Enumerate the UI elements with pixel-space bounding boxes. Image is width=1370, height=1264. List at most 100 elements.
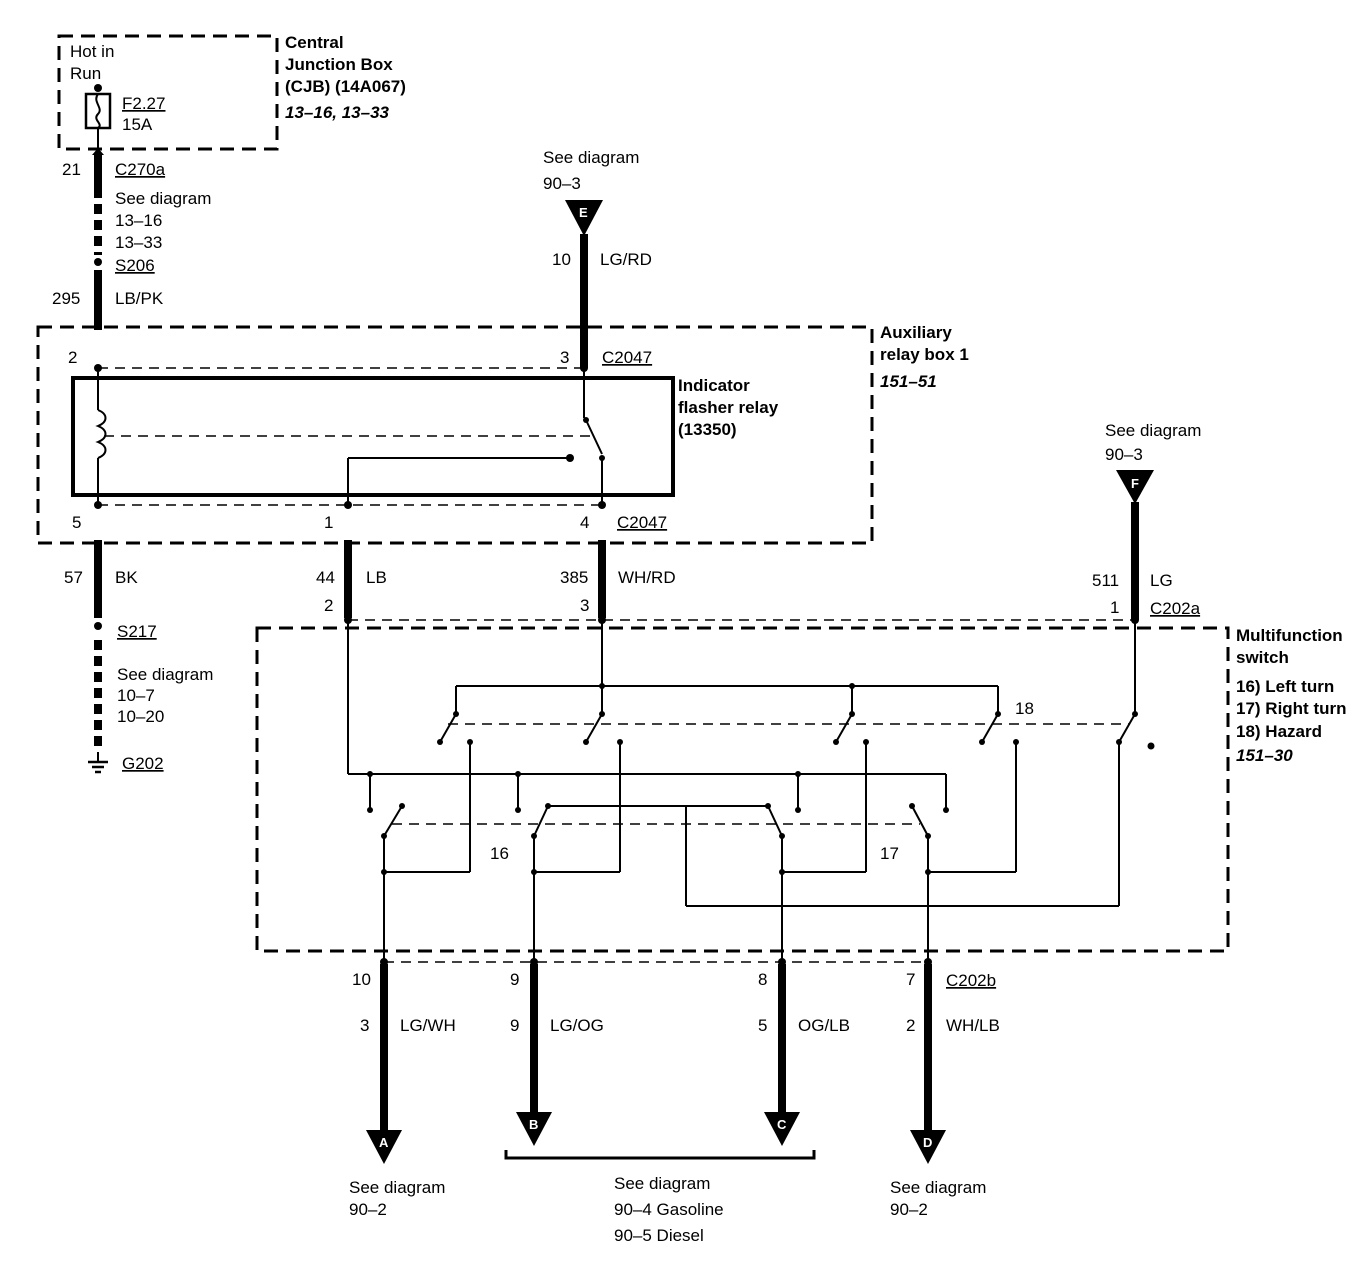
relay-label-3: (13350)	[678, 420, 737, 439]
ground-see-2: 10–7	[117, 686, 155, 705]
bc-bracket	[504, 1150, 816, 1160]
cjb-title-2: Junction Box	[285, 55, 393, 74]
pin-21: 21	[62, 160, 81, 179]
out-pin-c: 8	[758, 970, 767, 989]
bc-see-1: See diagram	[614, 1174, 710, 1193]
out-color-c: OG/LB	[798, 1016, 850, 1035]
color-lg: LG	[1150, 571, 1173, 590]
circuit-385: 385	[560, 568, 588, 587]
connector-c202a: C202a	[1150, 599, 1201, 618]
color-lb: LB	[366, 568, 387, 587]
f-see-2: 90–3	[1105, 445, 1143, 464]
pin-2-lb: 2	[324, 596, 333, 615]
ground-g202: G202	[122, 754, 164, 773]
relay-pin-1: 1	[324, 513, 333, 532]
connector-f-letter: F	[1131, 476, 1139, 491]
central-junction-box: Hot in Run F2.27 15A Central Junction Bo…	[57, 33, 406, 151]
pin-3-whrd: 3	[580, 596, 589, 615]
connector-c2047-top: C2047	[602, 348, 652, 367]
connector-f-icon	[1116, 470, 1154, 504]
relay-pin-4: 4	[580, 513, 589, 532]
connector-a-icon	[366, 1130, 402, 1164]
relay-pin-5: 5	[72, 513, 81, 532]
d-see-1: See diagram	[890, 1178, 986, 1197]
out-pin-b: 9	[510, 970, 519, 989]
out-color-b: LG/OG	[550, 1016, 604, 1035]
cjb-outline	[57, 34, 279, 151]
out-color-a: LG/WH	[400, 1016, 456, 1035]
color-whrd: WH/RD	[618, 568, 676, 587]
fuse-id: F2.27	[122, 94, 165, 113]
mfs-item-hazard: 18) Hazard	[1236, 722, 1322, 741]
color-bk: BK	[115, 568, 138, 587]
multifunction-switch: Multifunction switch 16) Left turn 17) R…	[255, 616, 1347, 966]
relay-box-ref: 151–51	[880, 372, 937, 391]
circuit-10: 10	[552, 250, 571, 269]
out-circuit-b: 9	[510, 1016, 519, 1035]
e-see-1: See diagram	[543, 148, 639, 167]
color-lgrd: LG/RD	[600, 250, 652, 269]
d-see-2: 90–2	[890, 1200, 928, 1219]
output-wires: A B C D 10 3 LG/WH 9 9 LG/OG 8 5 OG/LB 7…	[352, 964, 1000, 1164]
connector-c2047-bottom: C2047	[617, 513, 667, 532]
mfs-title-1: Multifunction	[1236, 626, 1343, 645]
mfs-contact-dots	[367, 683, 1155, 875]
out-circuit-d: 2	[906, 1016, 915, 1035]
mfs-outline	[255, 626, 1230, 953]
cjb-hot-label-2: Run	[70, 64, 101, 83]
connector-c-letter: C	[777, 1117, 787, 1132]
connector-c202b: C202b	[946, 971, 996, 990]
circuit-511: 511	[1092, 571, 1119, 590]
flasher-relay-body	[71, 376, 675, 497]
connector-e-icon	[565, 200, 603, 236]
left-see-3: 13–33	[115, 233, 162, 252]
ground-wire: 57 BK S217 See diagram 10–7 10–20 G202	[64, 540, 213, 774]
mfs-ref: 151–30	[1236, 746, 1293, 765]
mfs-item-left-turn: 16) Left turn	[1236, 677, 1334, 696]
out-color-d: WH/LB	[946, 1016, 1000, 1035]
connector-d-icon	[910, 1130, 946, 1164]
a-see-1: See diagram	[349, 1178, 445, 1197]
cjb-ref: 13–16, 13–33	[285, 103, 390, 122]
connector-d-letter: D	[923, 1135, 932, 1150]
e-see-2: 90–3	[543, 174, 581, 193]
pin-1-lg: 1	[1110, 598, 1119, 617]
mid-wires: 44 LB 2 385 WH/RD 3	[316, 540, 676, 618]
out-circuit-c: 5	[758, 1016, 767, 1035]
f-feed: See diagram 90–3 F 511 LG 1 C202a	[1092, 421, 1201, 620]
switch-label-18: 18	[1015, 699, 1034, 718]
ground-icon	[88, 752, 108, 774]
auxiliary-relay-box: Auxiliary relay box 1 151–51 2 3 C2047 I…	[36, 323, 969, 545]
relay-coil-icon	[95, 409, 107, 459]
f-see-1: See diagram	[1105, 421, 1201, 440]
bc-see-3: 90–5 Diesel	[614, 1226, 704, 1245]
cjb-title-3: (CJB) (14A067)	[285, 77, 406, 96]
out-circuit-a: 3	[360, 1016, 369, 1035]
connector-c-icon	[764, 1112, 800, 1146]
mfs-internal-wiring	[347, 620, 1136, 962]
color-lbpk: LB/PK	[115, 289, 164, 308]
left-see-1: See diagram	[115, 189, 211, 208]
ground-see-1: See diagram	[117, 665, 213, 684]
cjb-title-1: Central	[285, 33, 344, 52]
relay-box-title-1: Auxiliary	[880, 323, 952, 342]
relay-box-title-2: relay box 1	[880, 345, 969, 364]
out-pin-a: 10	[352, 970, 371, 989]
cjb-hot-label-1: Hot in	[70, 42, 114, 61]
connector-b-icon	[516, 1112, 552, 1146]
mfs-title-2: switch	[1236, 648, 1289, 667]
relay-pin-3: 3	[560, 348, 569, 367]
relay-label-1: Indicator	[678, 376, 750, 395]
mfs-item-right-turn: 17) Right turn	[1236, 699, 1347, 718]
splice-s217: S217	[117, 622, 157, 641]
connector-b-letter: B	[529, 1117, 538, 1132]
switch-label-16: 16	[490, 844, 509, 863]
circuit-295: 295	[52, 289, 80, 308]
fuse-icon	[84, 84, 112, 130]
relay-box-outline	[36, 325, 874, 545]
circuit-44: 44	[316, 568, 335, 587]
bottom-references: See diagram 90–2 See diagram 90–4 Gasoli…	[349, 1174, 986, 1245]
connector-e-letter: E	[579, 205, 588, 220]
switch-label-17: 17	[880, 844, 899, 863]
circuit-57: 57	[64, 568, 83, 587]
